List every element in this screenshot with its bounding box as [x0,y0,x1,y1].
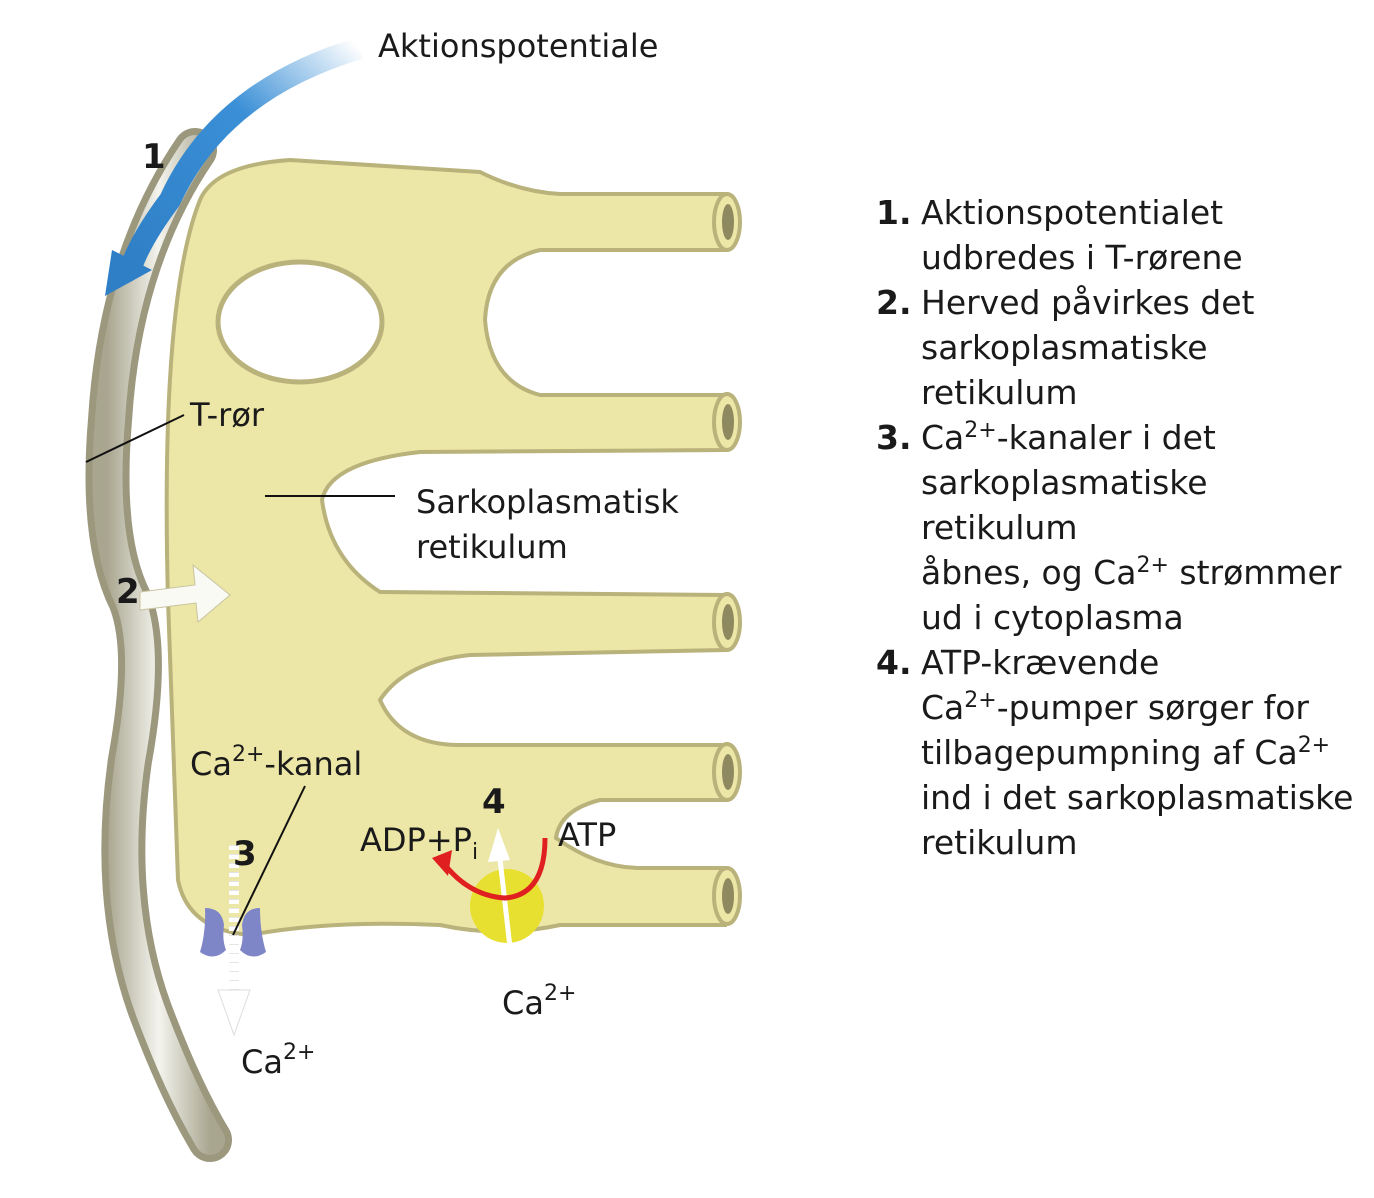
action-potential-arrow [119,37,364,274]
ca-released-label: Ca2+ [241,1040,315,1081]
legend-text: Herved påvirkes det [921,283,1255,322]
step-2-marker: 2 [116,572,140,612]
step-1-marker: 1 [142,137,166,177]
action-potential-label: Aktionspotentiale [378,27,658,65]
atp-arrow [443,837,548,901]
step-3-marker: 3 [233,834,257,874]
legend-number: 3. [876,418,912,457]
step-4-marker: 4 [482,782,506,822]
adp-label: ADP+Pi [360,821,478,865]
legend: 1. Aktionspotentialet udbredes i T-røren… [876,190,1374,865]
sr-label-line1: Sarkoplasmatisk [416,483,679,521]
t-tube-label: T-rør [189,396,265,434]
legend-item-2: 2. Herved påvirkes det sarkoplasmatiske … [876,280,1374,415]
ca-pump-label: Ca2+ [502,981,576,1022]
legend-item-1: 1. Aktionspotentialet udbredes i T-røren… [876,190,1374,280]
ca-channel-icon [200,908,266,957]
ca-channel-leader [232,785,306,936]
legend-text: tilbagepumpning af Ca2+ [921,733,1331,772]
legend-text: ATP-krævende [921,643,1160,682]
legend-text: Ca2+-pumper sørger for [921,688,1309,727]
sr-hole [215,259,385,385]
legend-text: retikulum [921,823,1078,862]
arrowhead-icon [105,250,152,296]
tube-ends [712,192,742,926]
legend-item-3: 3. Ca2+-kanaler i det sarkoplasmatiske r… [876,415,1374,640]
legend-text: udbredes i T-rørene [921,238,1243,277]
legend-text: ind i det sarkoplasmatiske [921,778,1354,817]
ca-channel-label: Ca2+-kanal [190,742,362,783]
ca-out-arrowhead-icon [217,989,251,1037]
pump-arrowhead-icon [488,828,510,862]
t-tube-leader [85,414,185,463]
legend-item-4: 4. ATP-krævende Ca2+-pumper sørger for t… [876,640,1374,865]
legend-text: sarkoplasmatiske retikulum [921,463,1208,547]
legend-text: Ca2+-kanaler i det [921,418,1216,457]
legend-number: 2. [876,283,912,322]
atp-label: ATP [558,816,616,854]
legend-number: 1. [876,193,912,232]
step2-arrow [139,563,231,623]
legend-text: Aktionspotentialet [921,193,1224,232]
sr-label-line2: retikulum [416,528,568,566]
legend-number: 4. [876,643,912,682]
legend-text: sarkoplasmatiske retikulum [921,328,1208,412]
legend-text: åbnes, og Ca2+ strømmer [921,553,1342,592]
legend-text: ud i cytoplasma [921,598,1184,637]
